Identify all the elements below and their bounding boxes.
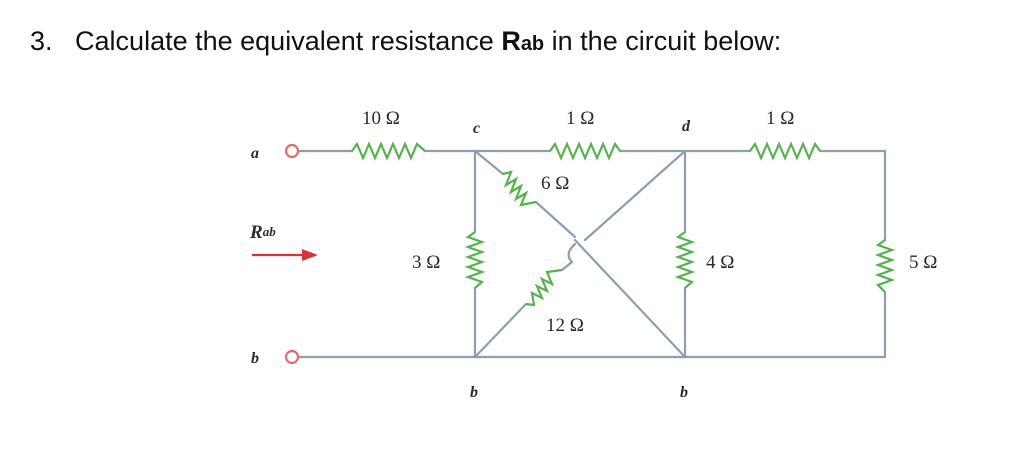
node-b-left-label: b bbox=[470, 384, 478, 401]
terminal-a bbox=[284, 143, 300, 159]
label-1ohm-mid: 1 Ω bbox=[566, 108, 594, 129]
resistor-10ohm bbox=[351, 141, 426, 161]
wire-c-to-6ohm bbox=[473, 149, 505, 176]
resistor-12ohm bbox=[525, 268, 563, 307]
rab-symbol-sub: ab bbox=[520, 33, 545, 55]
resistor-5ohm bbox=[874, 239, 896, 293]
label-1ohm-right: 1 Ω bbox=[766, 108, 794, 129]
question-prompt-end: in the circuit below: bbox=[544, 26, 782, 56]
question-text: 3. Calculate the equivalent resistance R… bbox=[30, 26, 781, 57]
rab-label-main: R bbox=[249, 222, 263, 243]
wire-center-to-b-right bbox=[573, 238, 687, 359]
node-d-label: d bbox=[682, 118, 691, 135]
terminal-b bbox=[284, 349, 300, 365]
rab-arrow-head bbox=[302, 249, 318, 261]
resistor-4ohm bbox=[674, 231, 696, 289]
resistor-6ohm bbox=[502, 170, 537, 207]
rab-label-sub: ab bbox=[263, 224, 277, 239]
resistor-1ohm-right bbox=[749, 141, 821, 161]
label-10ohm: 10 Ω bbox=[362, 108, 400, 129]
label-6ohm: 6 Ω bbox=[541, 173, 569, 194]
label-5ohm: 5 Ω bbox=[909, 252, 937, 273]
label-4ohm: 4 Ω bbox=[706, 252, 734, 273]
wire-6ohm-to-center bbox=[534, 200, 577, 239]
wire-center-to-12ohm bbox=[560, 242, 577, 272]
wire-center-to-d bbox=[583, 149, 687, 242]
question-prompt: Calculate the equivalent resistance bbox=[75, 26, 502, 56]
rab-symbol: R bbox=[501, 26, 521, 56]
rab-label: Rab bbox=[249, 222, 276, 243]
terminal-a-label: a bbox=[251, 145, 259, 162]
label-12ohm: 12 Ω bbox=[546, 315, 584, 336]
resistor-3ohm bbox=[464, 231, 486, 289]
node-c-label: c bbox=[473, 120, 480, 137]
label-3ohm: 3 Ω bbox=[412, 252, 440, 273]
wire-12ohm-to-b bbox=[473, 302, 528, 359]
node-b-right-label: b bbox=[680, 384, 688, 401]
terminal-b-label: b bbox=[251, 350, 259, 367]
resistor-1ohm-mid bbox=[549, 141, 621, 161]
question-number: 3. bbox=[30, 26, 53, 56]
